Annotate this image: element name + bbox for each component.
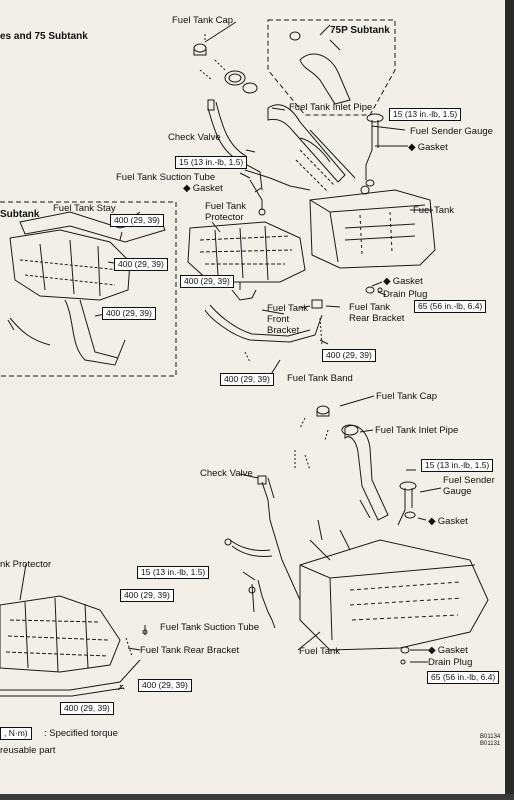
torque-15-upper-left: 15 (13 in.-lb, 1.5) bbox=[175, 156, 248, 169]
label-fuel-sender-gauge-lower: Fuel Sender Gauge bbox=[443, 475, 495, 497]
diamond-icon: ◆ bbox=[183, 183, 191, 194]
label-fuel-tank-suction-tube-lower: Fuel Tank Suction Tube bbox=[160, 622, 260, 633]
torque-400-band: 400 (29, 39) bbox=[220, 373, 274, 386]
suction-tube-upper bbox=[244, 169, 311, 210]
label-fuel-tank-suction-tube: Fuel Tank Suction Tube bbox=[116, 172, 216, 183]
gasket-text: Gasket bbox=[392, 276, 423, 287]
fuel-sender-gauge-lower bbox=[397, 488, 413, 526]
label-gasket-top: ◆Gasket bbox=[408, 142, 448, 153]
label-fuel-tank-inlet-pipe: Fuel Tank Inlet Pipe bbox=[289, 102, 373, 113]
label-fuel-tank-cap: Fuel Tank Cap bbox=[172, 15, 234, 26]
label-fuel-sender-gauge: Fuel Sender Gauge bbox=[410, 126, 493, 137]
fuel-tank-lower-body bbox=[299, 539, 489, 651]
label-drain-plug: Drain Plug bbox=[383, 289, 428, 300]
fuel-tank-band-left bbox=[9, 299, 126, 366]
label-fuel-tank-stay: Fuel Tank Stay bbox=[53, 203, 116, 214]
figure-code-2: B01131 bbox=[480, 741, 501, 747]
diamond-icon: ◆ bbox=[408, 142, 416, 153]
legend-unit-box: , N·m) bbox=[0, 727, 32, 740]
check-valve-lower bbox=[261, 477, 301, 601]
label-subtank-left: Subtank bbox=[0, 209, 40, 220]
gasket-text: Gasket bbox=[437, 645, 468, 656]
fuel-sender-gauge-upper bbox=[365, 120, 379, 180]
label-fuel-tank-band: Fuel Tank Band bbox=[287, 373, 353, 384]
diamond-icon: ◆ bbox=[383, 276, 391, 287]
label-fuel-tank-front-bracket: Fuel Tank Front Bracket bbox=[267, 303, 309, 336]
gasket-text: Gasket bbox=[437, 516, 468, 527]
label-gasket-left: ◆Gasket bbox=[183, 183, 223, 194]
torque-15-lower-right: 15 (13 in.-lb, 1.5) bbox=[421, 459, 494, 472]
label-fuel-tank-inlet-pipe-lower: Fuel Tank Inlet Pipe bbox=[375, 425, 459, 436]
torque-15-upper-right: 15 (13 in.-lb, 1.5) bbox=[389, 108, 462, 121]
torque-400-subtank-2: 400 (29, 39) bbox=[102, 307, 156, 320]
suction-tube-lower bbox=[251, 579, 273, 621]
subtank-left-shape bbox=[9, 229, 131, 301]
label-fuel-tank-cap-lower: Fuel Tank Cap bbox=[376, 391, 438, 402]
torque-400-lower-c: 400 (29, 39) bbox=[60, 702, 114, 715]
torque-15-lower-left: 15 (13 in.-lb, 1.5) bbox=[137, 566, 210, 579]
label-gasket-lower-drain: ◆Gasket bbox=[428, 645, 468, 656]
torque-65-upper: 65 (56 in.-lb, 6.4) bbox=[414, 300, 487, 313]
fuel-tank-band-lower bbox=[0, 659, 141, 697]
page-edge-shadow bbox=[505, 0, 514, 800]
label-fuel-tank-rear-bracket: Fuel Tank Rear Bracket bbox=[349, 302, 405, 324]
torque-400-rear-bracket: 400 (29, 39) bbox=[322, 349, 376, 362]
fuel-tank-upper-body bbox=[309, 189, 436, 269]
gasket-text: Gasket bbox=[417, 142, 448, 153]
diamond-icon: ◆ bbox=[428, 516, 436, 527]
label-check-valve: Check Valve bbox=[168, 132, 221, 143]
torque-400-protector: 400 (29, 39) bbox=[180, 275, 234, 288]
fuel-tank-inlet-pipe-lower bbox=[344, 425, 389, 521]
label-drain-plug-lower: Drain Plug bbox=[428, 657, 473, 668]
label-fuel-tank-lower: Fuel Tank bbox=[299, 646, 341, 657]
torque-400-lower-b: 400 (29, 39) bbox=[138, 679, 192, 692]
figure-code-1: B01134 bbox=[480, 734, 501, 740]
legend-reusable-part: reusable part bbox=[0, 745, 56, 756]
torque-65-lower: 65 (56 in.-lb, 6.4) bbox=[427, 671, 500, 684]
label-fuel-tank-protector: Fuel Tank Protector bbox=[205, 201, 247, 223]
torque-400-lower-a: 400 (29, 39) bbox=[120, 589, 174, 602]
label-fuel-tank-rear-bracket-lower: Fuel Tank Rear Bracket bbox=[140, 645, 240, 656]
legend-specified-torque: : Specified torque bbox=[44, 728, 118, 739]
diamond-icon: ◆ bbox=[428, 645, 436, 656]
check-valve-hose bbox=[207, 101, 247, 161]
fuel-tank-cap-shape bbox=[193, 43, 207, 53]
label-75p-subtank: 75P Subtank bbox=[330, 25, 390, 36]
label-gasket-lower-top: ◆Gasket bbox=[428, 516, 468, 527]
fuel-tank-protector-lower bbox=[0, 595, 121, 673]
fuel-tank-band-upper bbox=[204, 304, 323, 343]
label-tank-protector-lower: nk Protector bbox=[0, 559, 52, 570]
bottom-edge-shadow bbox=[0, 794, 514, 800]
subtank-75p-part bbox=[299, 53, 351, 105]
label-check-valve-lower: Check Valve bbox=[200, 468, 253, 479]
label-fuel-tank: Fuel Tank bbox=[413, 205, 455, 216]
fuel-tank-inlet-pipe-shape bbox=[267, 104, 346, 183]
fuel-tank-cap-lower bbox=[316, 405, 330, 415]
subtank-left-dashed-frame bbox=[0, 201, 177, 377]
gasket-text: Gasket bbox=[192, 183, 223, 194]
label-gasket-drain: ◆Gasket bbox=[383, 276, 423, 287]
torque-400-stay: 400 (29, 39) bbox=[110, 214, 164, 227]
fuel-tank-protector-upper bbox=[187, 221, 306, 283]
section-title: es and 75 Subtank bbox=[0, 31, 88, 42]
torque-400-subtank-1: 400 (29, 39) bbox=[114, 258, 168, 271]
